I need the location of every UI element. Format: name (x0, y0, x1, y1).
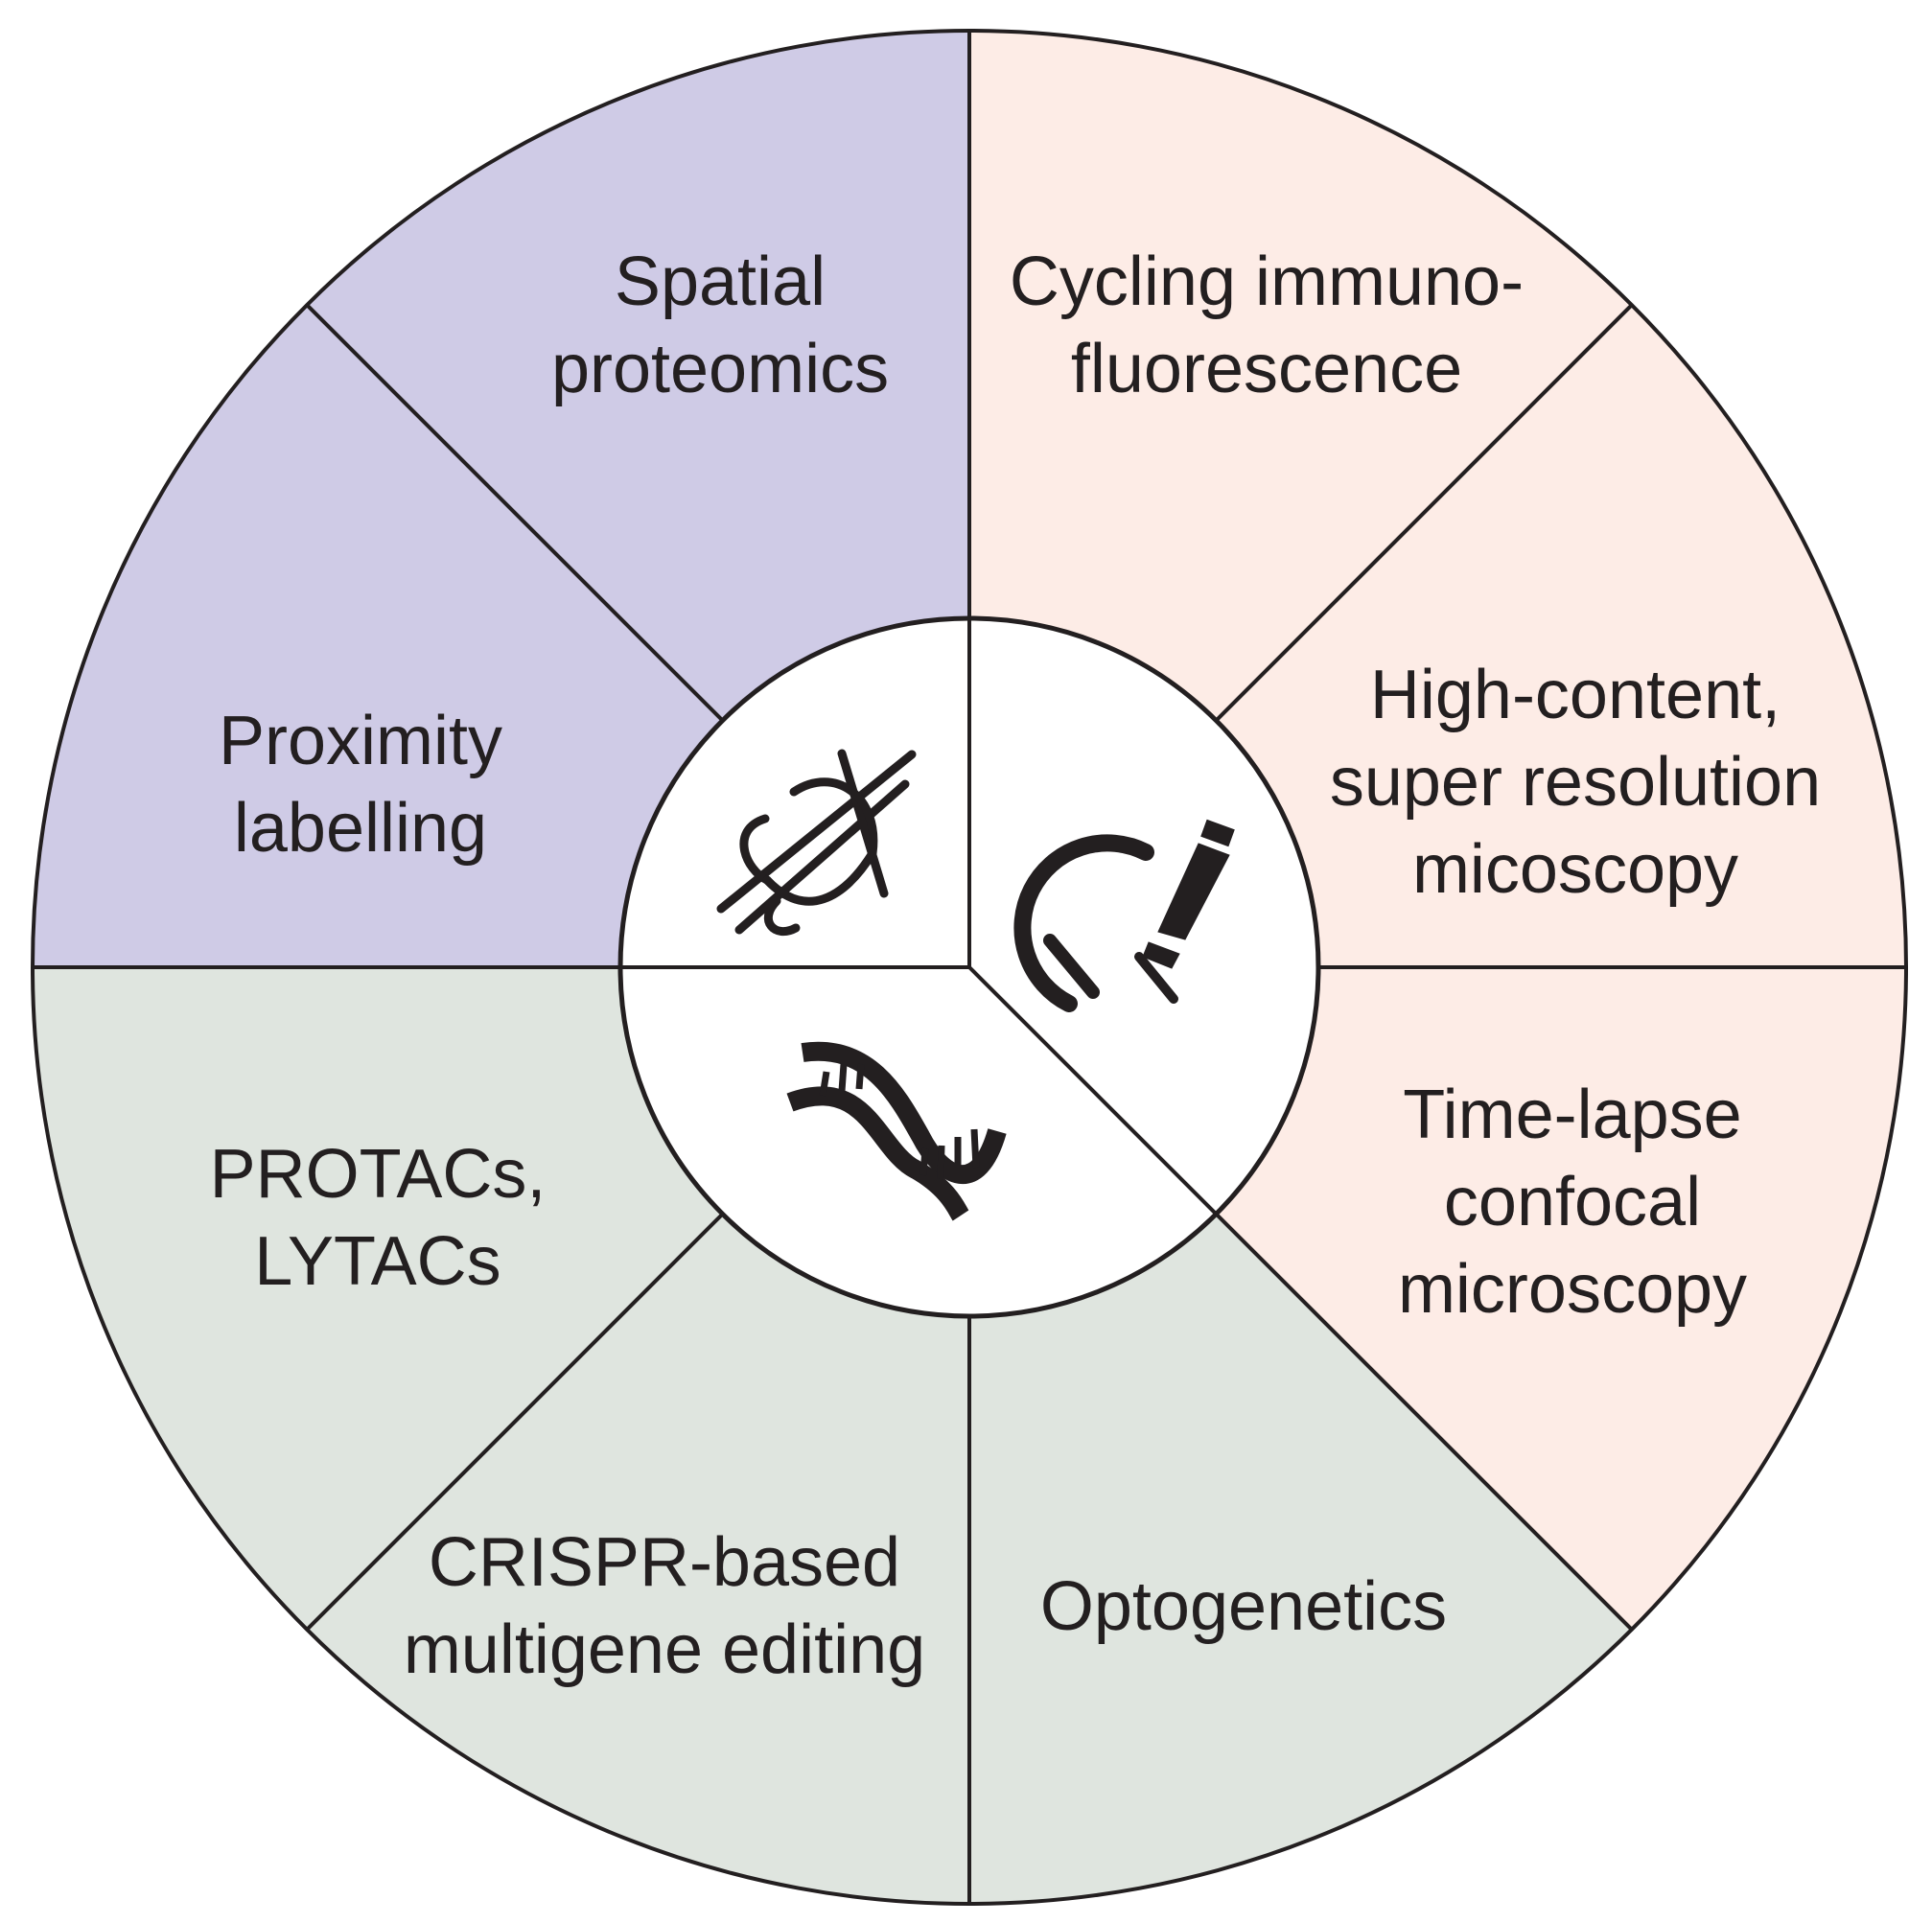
label-line: microscopy (1398, 1251, 1747, 1328)
divider-upper-left (305, 303, 725, 723)
dna-icon (786, 1041, 1007, 1221)
label-proximity-labelling: Proximity labelling (219, 703, 502, 867)
label-optogenetics: Optogenetics (1040, 1568, 1447, 1645)
divider-upper-right (1214, 303, 1634, 723)
label-line: Optogenetics (1040, 1568, 1447, 1645)
label-protacs-lytacs: PROTACs, LYTACs (210, 1136, 547, 1300)
protein-icon (716, 749, 917, 937)
label-time-lapse-confocal: Time-lapse confocal microscopy (1398, 1077, 1747, 1328)
label-crispr-multigene-editing: CRISPR-based multigene editing (404, 1524, 925, 1688)
label-line: CRISPR-based (429, 1524, 900, 1601)
label-line: PROTACs, (210, 1136, 547, 1213)
label-line: LYTACs (254, 1223, 500, 1300)
label-line: super resolution (1330, 744, 1821, 821)
label-cycling-immunofluorescence: Cycling immuno-fluorescence (1010, 243, 1524, 407)
label-line: Time-lapse (1403, 1077, 1741, 1153)
label-line: micoscopy (1412, 831, 1738, 908)
label-line: fluorescence (1071, 331, 1462, 407)
label-line: labelling (234, 790, 487, 867)
label-line: multigene editing (404, 1611, 925, 1688)
label-line: proteomics (551, 331, 889, 407)
label-line: Proximity (219, 703, 502, 779)
microscope-icon (1013, 819, 1235, 1012)
label-line: High-content, (1370, 657, 1781, 733)
center-divider-lower-right (967, 965, 1218, 1216)
label-line: Spatial (615, 243, 826, 320)
label-line: Cycling immuno- (1010, 243, 1524, 320)
label-high-content-microscopy: High-content, super resolution micoscopy (1330, 657, 1821, 908)
divider-lower-left (305, 1212, 725, 1632)
divider-lower-right (1214, 1212, 1634, 1632)
label-line: confocal (1444, 1164, 1701, 1240)
label-spatial-proteomics: Spatial proteomics (551, 243, 889, 407)
